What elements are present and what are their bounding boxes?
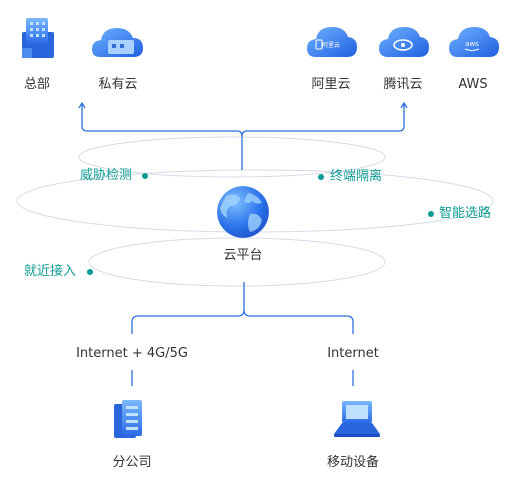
top-connectors	[78, 101, 408, 170]
mobile-device-label: 移动设备	[326, 455, 380, 470]
tencent-cloud-label: 腾讯云	[383, 77, 423, 92]
branch-label: 分公司	[112, 455, 152, 470]
cloud-platform-label: 云平台	[223, 248, 263, 263]
hq-label: 总部	[23, 77, 51, 92]
private-cloud-icon	[92, 28, 143, 57]
threat-detection-dot	[142, 173, 148, 179]
endpoint-isolation-label: 终端隔离	[330, 169, 383, 184]
aliyun-cloud-icon: 阿里云	[307, 27, 357, 57]
aliyun-badge-text: 阿里云	[322, 41, 340, 49]
lower-ring	[88, 237, 386, 287]
building-icon	[22, 18, 54, 58]
server-icon	[114, 400, 142, 438]
globe-icon	[216, 185, 270, 239]
aws-label: AWS	[458, 77, 488, 92]
private-cloud-label: 私有云	[98, 77, 138, 92]
upper-ring	[78, 136, 386, 178]
laptop-icon	[334, 401, 380, 437]
nearby-access-dot	[87, 269, 93, 275]
tencent-cloud-icon	[379, 27, 429, 57]
endpoint-isolation-dot	[318, 174, 324, 180]
internet-label: Internet	[327, 346, 379, 361]
aws-cloud-icon: aws	[449, 27, 499, 57]
bottom-connectors	[131, 282, 354, 386]
smart-routing-label: 智能选路	[439, 206, 492, 221]
aliyun-label: 阿里云	[311, 77, 351, 92]
smart-routing-dot	[428, 211, 434, 217]
nearby-access-label: 就近接入	[24, 264, 77, 279]
internet-4g5g-label: Internet + 4G/5G	[76, 346, 188, 361]
aws-badge-text: aws	[465, 40, 479, 48]
threat-detection-label: 威胁检测	[80, 168, 133, 183]
